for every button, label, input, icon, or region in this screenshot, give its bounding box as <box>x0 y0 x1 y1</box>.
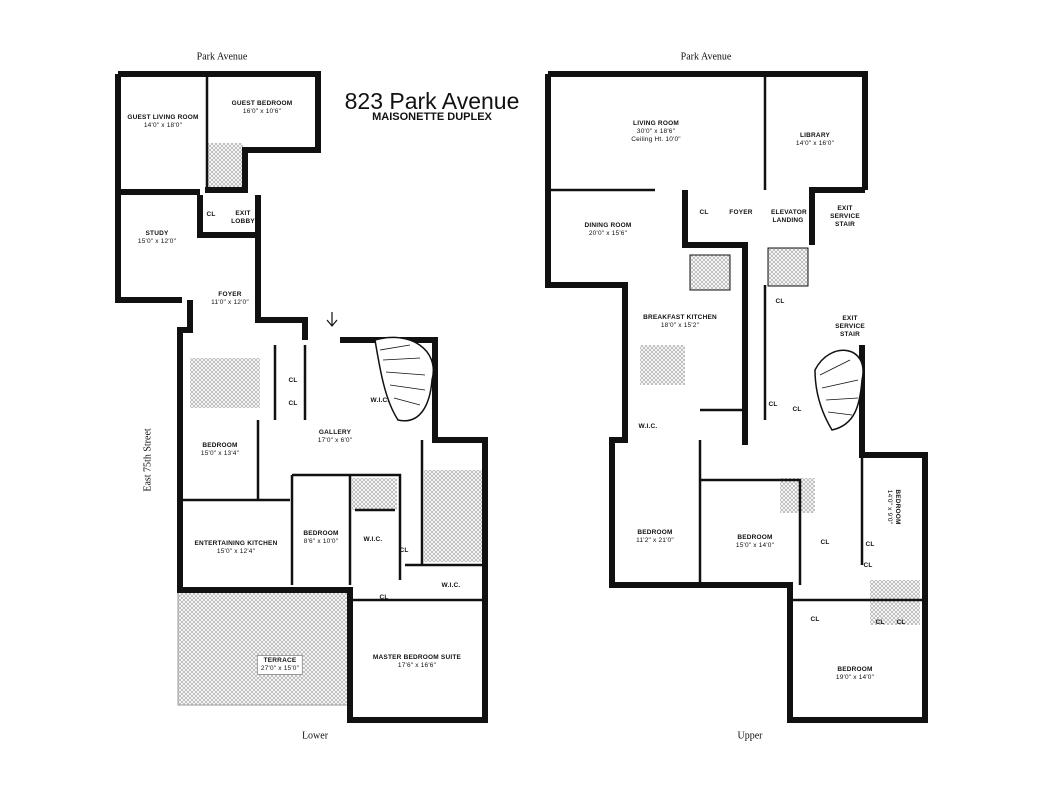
room-label: EXIT LOBBY <box>231 210 255 225</box>
room-label: CL <box>896 619 906 626</box>
staircase <box>374 336 435 422</box>
room-label: W.I.C. <box>370 397 390 404</box>
level-label-lower: Lower <box>301 730 329 742</box>
room-label: CL <box>775 298 785 305</box>
room-label: ELEVATOR LANDING <box>771 209 807 224</box>
entry-arrow <box>326 312 338 327</box>
bath-area <box>190 358 260 408</box>
room-label: CL <box>865 541 875 548</box>
lower-level-plan <box>115 71 488 723</box>
kitchen-island <box>640 345 685 385</box>
interior-walls <box>180 74 485 602</box>
room-label: CL <box>863 562 873 569</box>
street-label-park-avenue-upper: Park Avenue <box>680 51 732 63</box>
room-label: CL <box>792 406 802 413</box>
master-bath-area <box>424 470 484 562</box>
street-label-park-avenue-lower: Park Avenue <box>196 51 248 63</box>
room-label: CL <box>810 616 820 623</box>
exterior-walls <box>545 71 928 723</box>
building-title: 823 Park Avenue <box>344 88 520 114</box>
room-label: CL <box>399 547 409 554</box>
room-label: CL <box>875 619 885 626</box>
room-label: W.I.C. <box>638 423 658 430</box>
staircase-treads <box>819 359 859 416</box>
room-label: CL <box>288 400 298 407</box>
street-label-east-75th: East 75th Street <box>142 428 154 492</box>
room-label: CL <box>820 539 830 546</box>
room-label: CL <box>768 401 778 408</box>
terrace-area <box>177 591 351 706</box>
staircase-treads <box>379 344 426 406</box>
room-label: W.I.C. <box>363 536 383 543</box>
room-label: EXIT SERVICE STAIR <box>830 205 860 228</box>
elevator <box>767 247 809 287</box>
room-label: CL <box>379 594 389 601</box>
room-label: CL <box>288 377 298 384</box>
guest-bath-area <box>207 143 243 188</box>
building-subtitle: MAISONETTE DUPLEX <box>372 111 492 123</box>
room-label: CL <box>699 209 709 216</box>
interior-walls <box>548 74 925 602</box>
room-label: EXIT SERVICE STAIR <box>835 315 865 338</box>
room-label: CL <box>206 211 216 218</box>
bath-area <box>870 580 920 625</box>
staircase <box>814 349 864 431</box>
bath-area <box>780 478 815 513</box>
elevator <box>689 254 731 291</box>
room-label: W.I.C. <box>441 582 461 589</box>
exterior-walls <box>115 71 488 723</box>
bath-area <box>352 478 397 510</box>
level-label-upper: Upper <box>737 730 763 742</box>
upper-level-plan <box>545 71 928 723</box>
room-label: FOYER <box>729 209 753 216</box>
